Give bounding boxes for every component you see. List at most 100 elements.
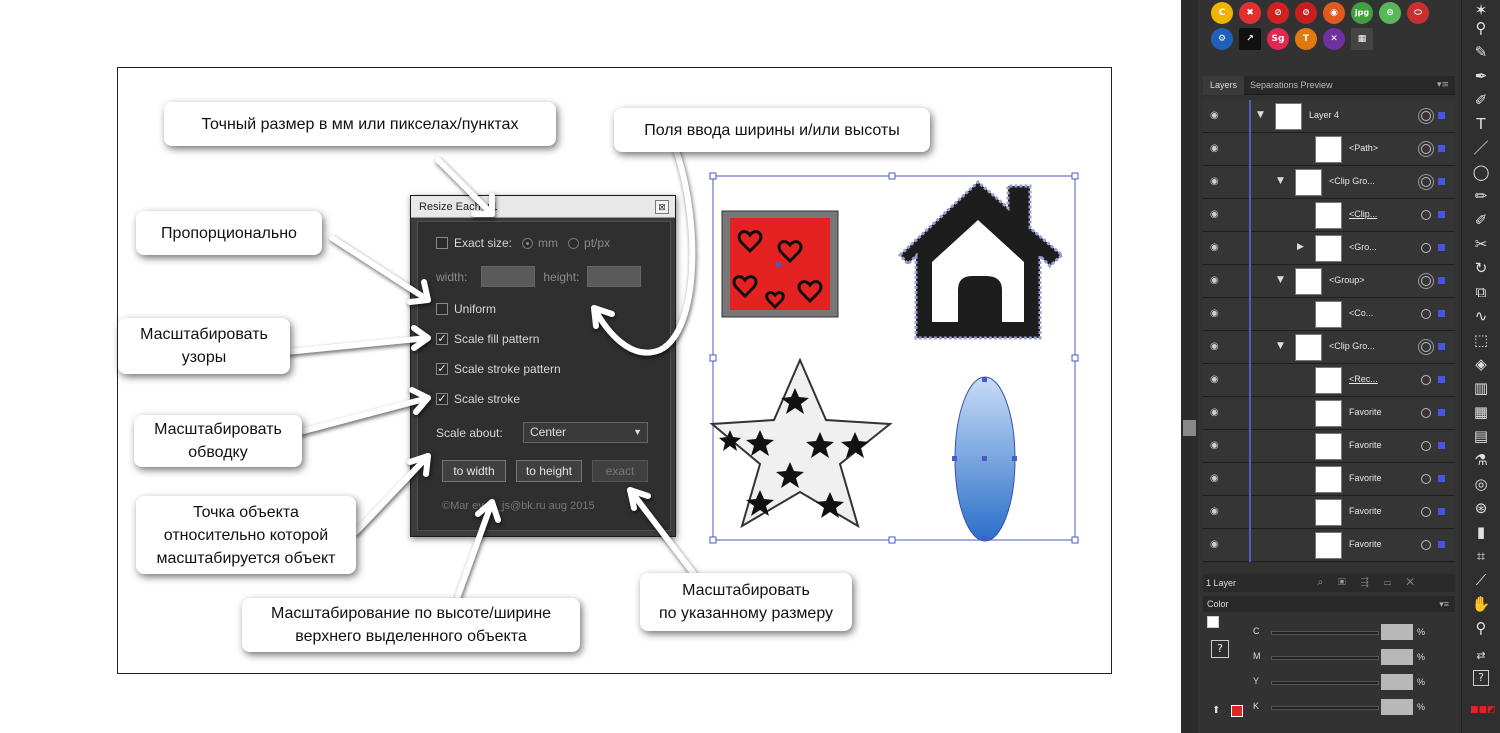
channel-value-input[interactable] — [1381, 699, 1413, 715]
target-circle-icon[interactable] — [1421, 507, 1431, 517]
visibility-eye-icon[interactable]: ◉ — [1210, 506, 1219, 517]
layer-row[interactable]: ◉<Path> — [1203, 133, 1455, 166]
exact-button[interactable]: exact — [592, 460, 648, 482]
channel-value-input[interactable] — [1381, 624, 1413, 640]
visibility-eye-icon[interactable]: ◉ — [1210, 176, 1219, 187]
paintbrush-icon[interactable]: ✏ — [1474, 187, 1488, 205]
visibility-eye-icon[interactable]: ◉ — [1210, 539, 1219, 550]
layer-footer-icons[interactable]: ⌕▣⇶▭✕ — [1317, 577, 1429, 588]
visibility-eye-icon[interactable]: ◉ — [1210, 440, 1219, 451]
eyedropper-icon[interactable]: ⚗ — [1474, 451, 1488, 469]
target-circle-icon[interactable] — [1421, 474, 1431, 484]
fill-swatch[interactable] — [1231, 705, 1243, 717]
layer-row[interactable]: ◉Favorite — [1203, 496, 1455, 529]
grid-icon[interactable]: ▦ — [1351, 28, 1373, 50]
target-circle-icon[interactable] — [1421, 276, 1431, 286]
visibility-eye-icon[interactable]: ◉ — [1210, 242, 1219, 253]
target-circle-icon[interactable] — [1421, 210, 1431, 220]
expand-triangle-icon[interactable]: ▼ — [1277, 275, 1284, 285]
target-circle-icon[interactable] — [1421, 441, 1431, 451]
visibility-eye-icon[interactable]: ◉ — [1210, 473, 1219, 484]
target-circle-icon[interactable] — [1421, 177, 1431, 187]
selection-indicator[interactable] — [1438, 310, 1445, 317]
scale-stroke-checkbox[interactable]: ✓ — [436, 393, 448, 405]
perspective-icon[interactable]: ▥ — [1473, 379, 1489, 397]
swap-colors-icon[interactable]: ⇄ — [1476, 649, 1486, 662]
selection-indicator[interactable] — [1438, 541, 1445, 548]
selection-indicator[interactable] — [1438, 112, 1445, 119]
default-colors-icon[interactable] — [1207, 616, 1219, 628]
target-circle-icon[interactable] — [1421, 111, 1431, 121]
layer-row[interactable]: ◉Favorite — [1203, 397, 1455, 430]
selection-indicator[interactable] — [1438, 475, 1445, 482]
gradient-icon[interactable]: ▤ — [1473, 427, 1489, 445]
selection-indicator[interactable] — [1438, 145, 1445, 152]
target-circle-icon[interactable] — [1421, 408, 1431, 418]
selection-indicator[interactable] — [1438, 244, 1445, 251]
pencil-icon[interactable]: ✐ — [1474, 211, 1488, 229]
to-width-button[interactable]: to width — [442, 460, 506, 482]
layer-row[interactable]: ◉▼<Clip Gro... — [1203, 331, 1455, 364]
warp-icon[interactable]: ∿ — [1474, 307, 1488, 325]
expand-triangle-icon[interactable]: ▼ — [1257, 110, 1264, 120]
layer-row[interactable]: ◉Favorite — [1203, 529, 1455, 562]
selection-indicator[interactable] — [1438, 409, 1445, 416]
ellipse-tool-icon[interactable]: ◯ — [1472, 163, 1490, 181]
scroll-thumb[interactable] — [1183, 420, 1196, 436]
artboard-tool-icon[interactable]: ⌗ — [1476, 547, 1486, 565]
selection-indicator[interactable] — [1438, 277, 1445, 284]
curvature-icon[interactable]: ✐ — [1474, 91, 1488, 109]
target-circle-icon[interactable] — [1421, 540, 1431, 550]
layer-row[interactable]: ◉<Clip... — [1203, 199, 1455, 232]
visibility-eye-icon[interactable]: ◉ — [1210, 209, 1219, 220]
scale-tool-icon[interactable]: ⧉ — [1475, 283, 1487, 301]
tab-layers[interactable]: Layers — [1203, 76, 1245, 95]
selection-indicator[interactable] — [1438, 178, 1445, 185]
free-transform-icon[interactable]: ⬚ — [1473, 331, 1489, 349]
target-circle-icon[interactable] — [1421, 144, 1431, 154]
expand-triangle-icon[interactable]: ▼ — [1277, 341, 1284, 351]
height-input[interactable] — [587, 266, 642, 287]
visibility-eye-icon[interactable]: ◉ — [1210, 407, 1219, 418]
link-icon[interactable]: ⊖ — [1379, 2, 1401, 24]
blend-icon[interactable]: ◎ — [1474, 475, 1488, 493]
channel-value-input[interactable] — [1381, 649, 1413, 665]
visibility-eye-icon[interactable]: ◉ — [1210, 374, 1219, 385]
visibility-eye-icon[interactable]: ◉ — [1210, 341, 1219, 352]
selection-indicator[interactable] — [1438, 508, 1445, 515]
sg-icon[interactable]: Sg — [1267, 28, 1289, 50]
pen-tool-icon[interactable]: ✎ — [1474, 43, 1488, 61]
scale-fill-checkbox[interactable]: ✓ — [436, 333, 448, 345]
no-fill-icon[interactable]: ⊘ — [1267, 2, 1289, 24]
target-circle-icon[interactable] — [1421, 375, 1431, 385]
selection-indicator[interactable] — [1438, 211, 1445, 218]
add-anchor-icon[interactable]: ✒ — [1474, 67, 1488, 85]
ptpx-radio[interactable] — [568, 237, 580, 249]
visibility-eye-icon[interactable]: ◉ — [1210, 308, 1219, 319]
zoom-tool-icon[interactable]: ⚲ — [1475, 619, 1487, 637]
scale-about-select[interactable]: Center ▼ — [523, 422, 648, 443]
uniform-checkbox[interactable] — [436, 303, 448, 315]
shape-builder-icon[interactable]: ◈ — [1475, 355, 1487, 373]
visibility-eye-icon[interactable]: ◉ — [1210, 110, 1219, 121]
layer-row[interactable]: ◉▼<Clip Gro... — [1203, 166, 1455, 199]
target-circle-icon[interactable] — [1421, 309, 1431, 319]
magic-wand-icon[interactable]: ✶ — [1474, 1, 1488, 19]
color-mode-icons[interactable]: ■■◩ — [1470, 705, 1496, 715]
channel-slider[interactable] — [1271, 656, 1379, 660]
layer-row[interactable]: ◉<Rec... — [1203, 364, 1455, 397]
delete-icon[interactable]: ✖ — [1239, 2, 1261, 24]
layer-row[interactable]: ◉▼Layer 4 — [1203, 100, 1455, 133]
tab-separations-preview[interactable]: Separations Preview — [1250, 80, 1333, 90]
no-stroke-icon[interactable]: ⊘ — [1295, 2, 1317, 24]
target-circle-icon[interactable] — [1421, 243, 1431, 253]
type-tool-icon[interactable]: T — [1476, 115, 1486, 133]
panel-scrollbar[interactable] — [1181, 0, 1198, 733]
selection-indicator[interactable] — [1438, 376, 1445, 383]
layer-row[interactable]: ◉▶<Gro... — [1203, 232, 1455, 265]
ellipse-icon[interactable]: ⬭ — [1407, 2, 1429, 24]
exact-size-checkbox[interactable] — [436, 237, 448, 249]
layer-row[interactable]: ◉▼<Group> — [1203, 265, 1455, 298]
visibility-eye-icon[interactable]: ◉ — [1210, 275, 1219, 286]
scale-stroke-pattern-checkbox[interactable]: ✓ — [436, 363, 448, 375]
